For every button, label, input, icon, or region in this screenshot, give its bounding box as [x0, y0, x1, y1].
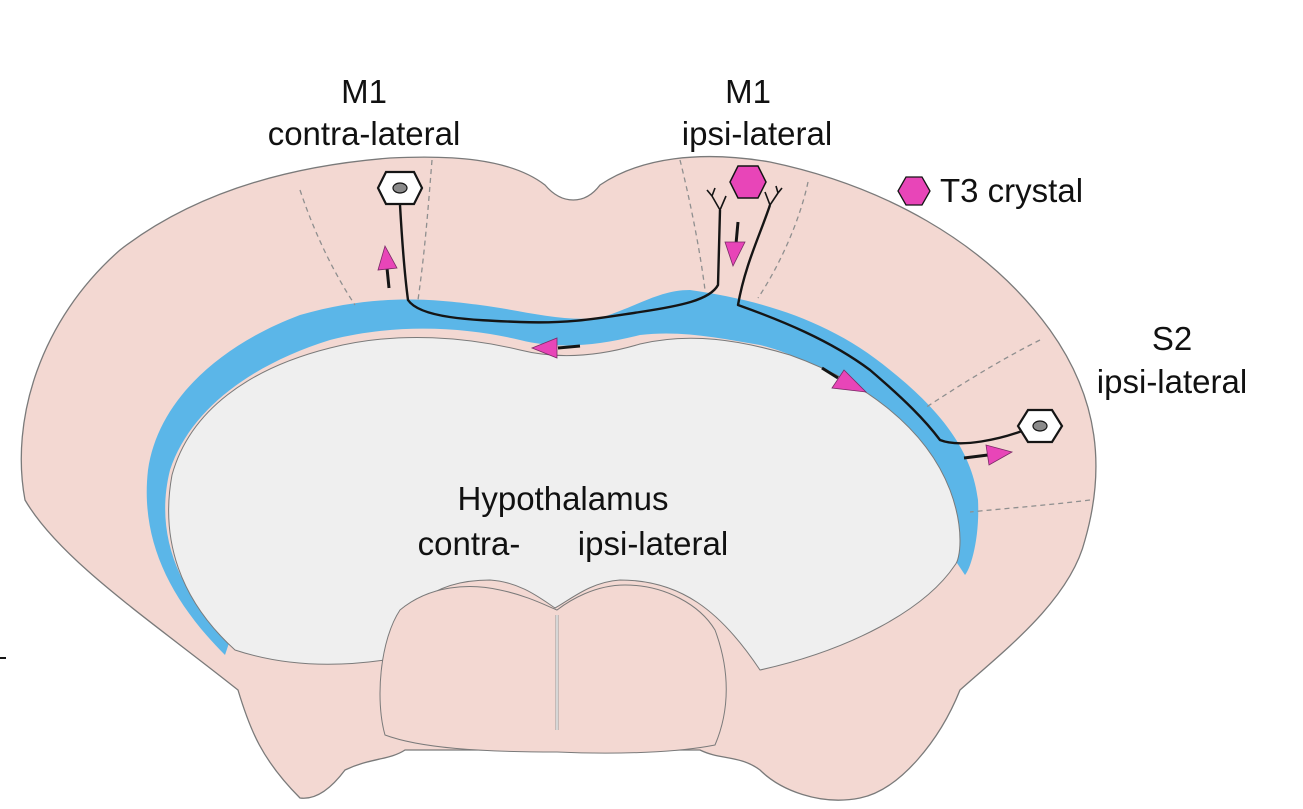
- label-hypothalamus: Hypothalamus: [458, 480, 669, 517]
- neuron-s2-ipsi-icon: [1016, 408, 1064, 444]
- dendrite-right: [764, 185, 783, 206]
- arrow-m1-ipsi-down-icon: [724, 221, 746, 268]
- label-m1-contra-title: M1: [341, 73, 387, 110]
- legend-t3-crystal-label: T3 crystal: [940, 172, 1083, 209]
- legend-crystal-icon: [897, 176, 931, 206]
- border-m1-ipsi-left: [679, 159, 706, 291]
- arrow-m1-contra-up-icon: [377, 244, 398, 289]
- label-s2-sub: ipsi-lateral: [1097, 363, 1247, 400]
- t3-crystal-icon: [729, 165, 767, 199]
- lower-structure: [379, 584, 727, 754]
- neuron-m1-contra-icon: [376, 170, 424, 206]
- label-m1-ipsi-title: M1: [725, 73, 771, 110]
- label-hypo-ipsi: ipsi-lateral: [578, 525, 728, 562]
- callosal-axon: [398, 204, 722, 324]
- border-m1-ipsi-right: [757, 181, 809, 299]
- legend: T3 crystal: [897, 172, 1083, 209]
- border-s2-bottom: [969, 499, 1091, 513]
- arrow-s2-right-icon: [963, 444, 1014, 466]
- arrow-white-matter-down-right-icon: [821, 366, 868, 393]
- label-hypo-contra: contra-: [418, 525, 521, 562]
- arrow-callosum-left-icon: [530, 337, 581, 359]
- interior-region: [168, 336, 961, 671]
- label-m1-ipsi-sub: ipsi-lateral: [682, 115, 832, 152]
- ipsilateral-axon: [736, 204, 1031, 445]
- label-s2-title: S2: [1152, 320, 1192, 357]
- dendrite-left: [706, 187, 727, 211]
- border-s2-top: [924, 339, 1041, 409]
- label-m1-contra-sub: contra-lateral: [268, 115, 461, 152]
